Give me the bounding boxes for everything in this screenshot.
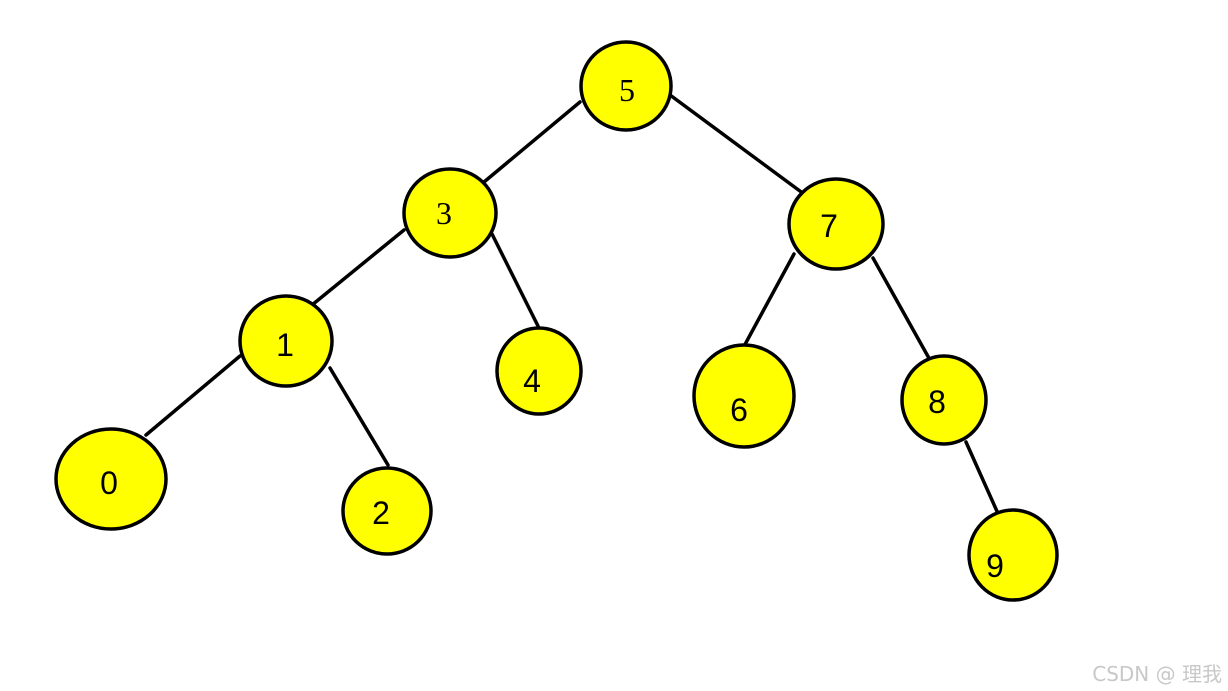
node-label: 3 bbox=[436, 195, 452, 231]
node-label: 7 bbox=[820, 208, 838, 244]
tree-node-4: 4 bbox=[495, 326, 583, 416]
edge-1-0 bbox=[144, 354, 242, 437]
tree-node-6: 6 bbox=[692, 343, 796, 449]
tree-node-5: 5 bbox=[579, 40, 673, 132]
edge-5-3 bbox=[482, 100, 582, 184]
node-label: 5 bbox=[619, 72, 635, 108]
edge-7-8 bbox=[871, 256, 932, 362]
node-label: 8 bbox=[928, 384, 946, 420]
node-label: 4 bbox=[523, 363, 541, 399]
tree-node-8: 8 bbox=[900, 354, 988, 446]
tree-node-1: 1 bbox=[238, 294, 334, 388]
tree-node-2: 2 bbox=[341, 466, 433, 556]
edge-8-9 bbox=[964, 440, 1002, 520]
edge-3-1 bbox=[310, 228, 406, 307]
node-label: 9 bbox=[986, 548, 1004, 584]
edge-7-6 bbox=[740, 252, 796, 352]
tree-node-9: 9 bbox=[967, 508, 1059, 602]
watermark-text: CSDN @ 理我 bbox=[1092, 662, 1222, 686]
nodes: 5 3 7 1 4 6 8 0 bbox=[54, 40, 1059, 602]
edges bbox=[144, 93, 1002, 520]
tree-node-7: 7 bbox=[787, 177, 885, 271]
node-label: 6 bbox=[730, 392, 748, 428]
tree-node-3: 3 bbox=[402, 167, 498, 259]
node-label: 1 bbox=[276, 327, 294, 363]
node-label: 2 bbox=[372, 495, 390, 531]
edge-5-7 bbox=[668, 93, 810, 199]
tree-node-0: 0 bbox=[54, 427, 168, 531]
edge-3-4 bbox=[490, 232, 540, 328]
node-label: 0 bbox=[100, 465, 118, 501]
edge-1-2 bbox=[328, 366, 390, 467]
